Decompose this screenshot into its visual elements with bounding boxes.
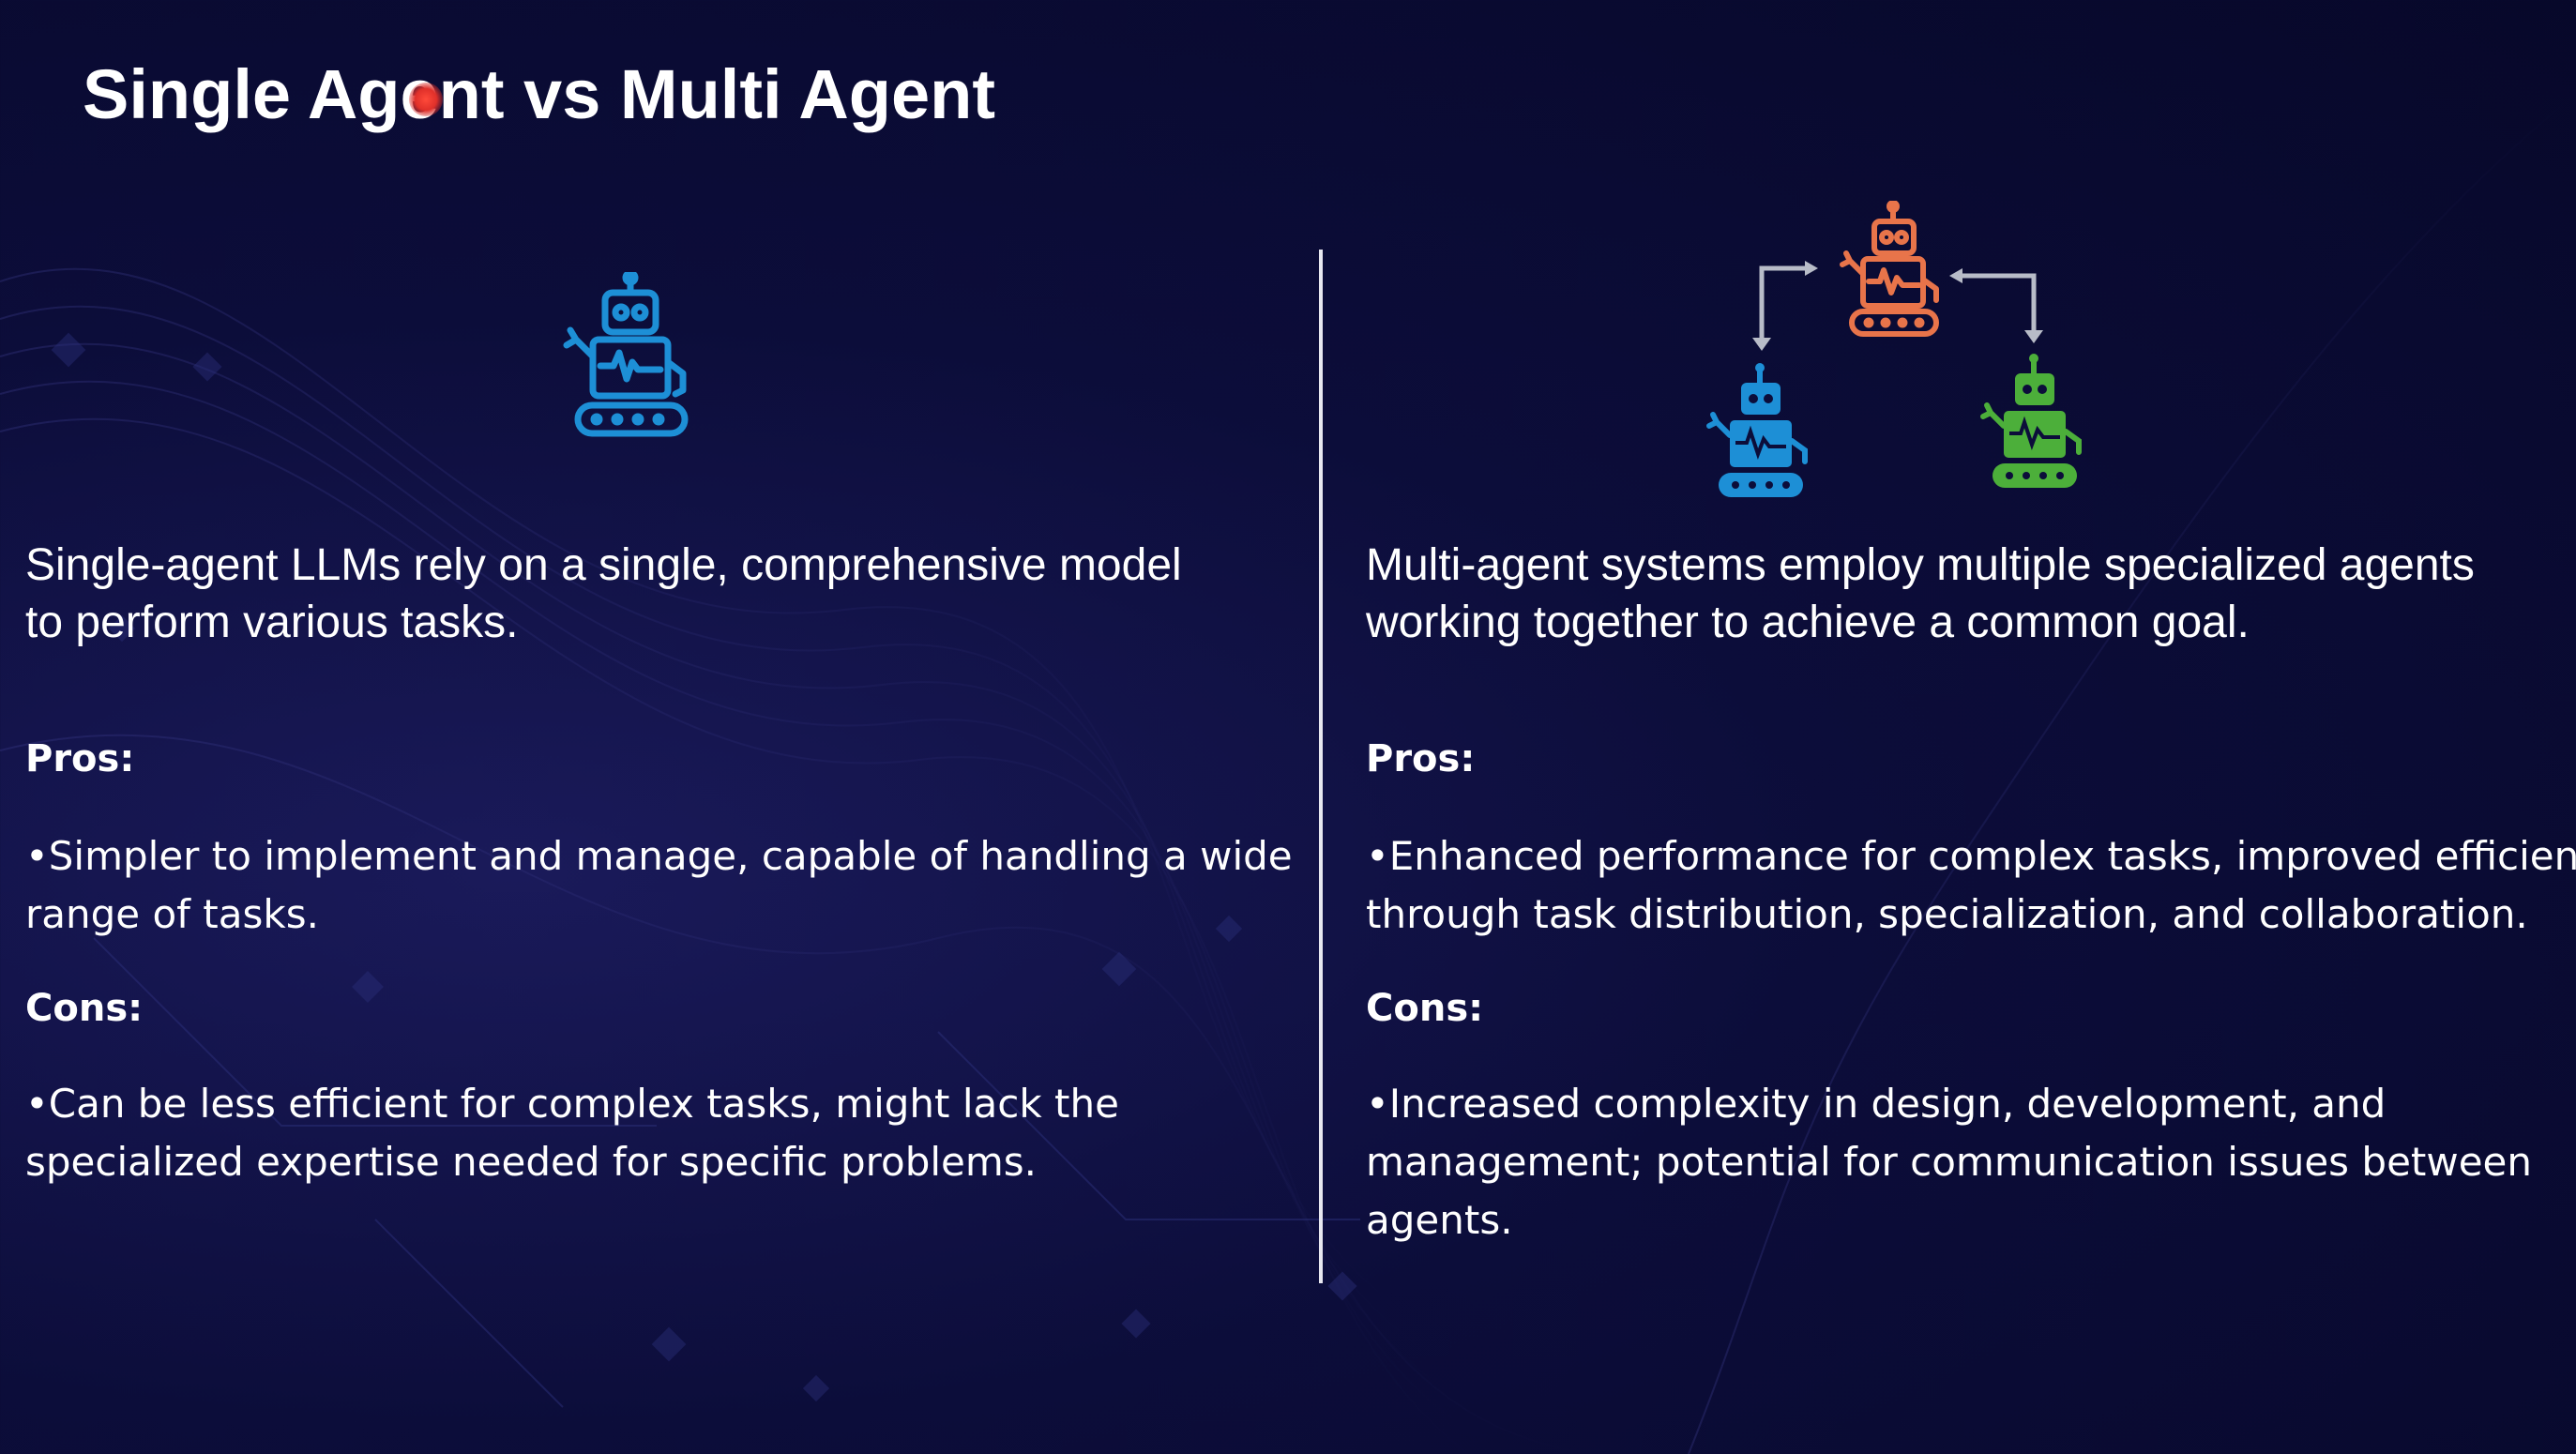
column-divider: [1319, 250, 1323, 1283]
right-cons-label: Cons:: [1366, 987, 1484, 1030]
multi-robot-icon: [1706, 201, 2082, 497]
right-cons-line: agents.: [1366, 1197, 1513, 1243]
left-intro-line: Single-agent LLMs rely on a single, comp…: [25, 540, 1182, 590]
right-pros-label: Pros:: [1366, 737, 1476, 780]
laser-pointer: [409, 83, 443, 116]
left-cons-text: •Can be less efficient for complex tasks…: [25, 1075, 1119, 1191]
right-intro-line: working together to achieve a common goa…: [1366, 598, 2250, 647]
left-intro: Single-agent LLMs rely on a single, comp…: [25, 537, 1182, 651]
left-pros-line: range of tasks.: [25, 891, 319, 937]
right-intro: Multi-agent systems employ multiple spec…: [1366, 537, 2475, 651]
right-pros-line: •Enhanced performance for complex tasks,…: [1366, 833, 2576, 879]
left-pros-text: •Simpler to implement and manage, capabl…: [25, 827, 1293, 944]
right-cons-line: management; potential for communication …: [1366, 1139, 2533, 1185]
right-intro-line: Multi-agent systems employ multiple spec…: [1366, 540, 2475, 590]
left-cons-label: Cons:: [25, 987, 144, 1030]
right-pros-line: through task distribution, specializatio…: [1366, 891, 2528, 937]
robot-icon: [563, 272, 689, 437]
right-cons-text: •Increased complexity in design, develop…: [1366, 1075, 2532, 1250]
left-cons-line: •Can be less efficient for complex tasks…: [25, 1081, 1119, 1127]
right-cons-line: •Increased complexity in design, develop…: [1366, 1081, 2387, 1127]
right-pros-text: •Enhanced performance for complex tasks,…: [1366, 827, 2576, 944]
left-pros-line: •Simpler to implement and manage, capabl…: [25, 833, 1293, 879]
slide-title: Single Agent vs Multi Agent: [83, 55, 995, 133]
left-cons-line: specialized expertise needed for specifi…: [25, 1139, 1038, 1185]
left-intro-line: to perform various tasks.: [25, 598, 519, 647]
left-pros-label: Pros:: [25, 737, 135, 780]
